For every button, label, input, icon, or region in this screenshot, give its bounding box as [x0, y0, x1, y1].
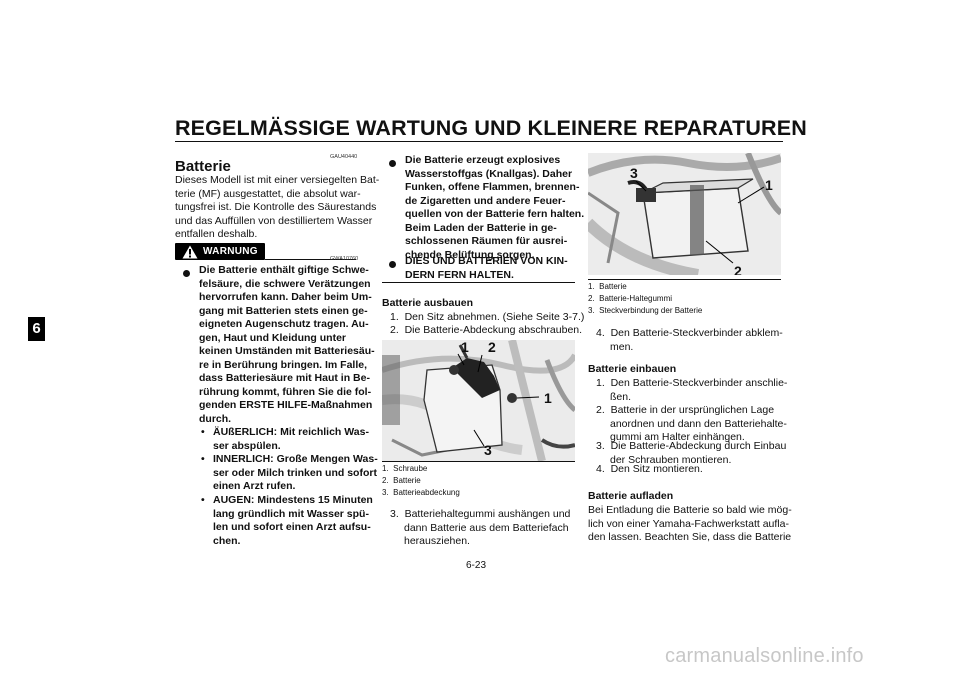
section-heading-batterie: Batterie	[175, 158, 231, 175]
install-step-1: 1. Den Batterie-Steckverbinder anschlie-…	[596, 377, 788, 403]
fig2-label-3: 3	[630, 165, 638, 181]
removal-step-1: 1. Den Sitz abnehmen. (Siehe Seite 3-7.)	[390, 311, 585, 323]
first-aid-internal: INNERLICH: Große Mengen Was- ser oder Mi…	[213, 453, 378, 492]
figure-battery-cover: 1 2 1 3	[382, 340, 575, 461]
subheading-install: Batterie einbauen	[588, 363, 677, 375]
subheading-charging: Batterie aufladen	[588, 490, 674, 502]
bullet-dot	[389, 261, 396, 268]
sub-bullet-mark: •	[201, 453, 205, 465]
first-aid-eyes: AUGEN: Mindestens 15 Minuten lang gründl…	[213, 494, 373, 547]
charging-paragraph: Bei Entladung die Batterie so bald wie m…	[588, 504, 792, 543]
install-step-4: 4. Den Sitz montieren.	[596, 463, 703, 475]
warning-code: GWA10760	[330, 256, 359, 262]
fig1-label-3: 3	[484, 442, 492, 458]
section-code: GAU40440	[330, 154, 358, 160]
figure-battery-strap: 3 1 2	[588, 153, 781, 275]
figure-rule	[382, 461, 575, 462]
warning-bullet-gas: Die Batterie erzeugt explosives Wasserst…	[405, 154, 585, 261]
warning-bullet-children: DIES UND BATTERIEN VON KIN- DERN FERN HA…	[405, 255, 568, 281]
fig2-label-2: 2	[734, 263, 742, 275]
bullet-dot	[389, 160, 396, 167]
warning-label: WARNUNG	[203, 246, 258, 257]
bullet-dot	[183, 270, 190, 277]
fig1-label-2: 2	[488, 340, 496, 355]
page-number: 6-23	[466, 560, 487, 571]
warning-end-rule	[382, 282, 575, 283]
first-aid-external: ÄUßERLICH: Mit reichlich Was- ser abspül…	[213, 426, 369, 452]
sub-bullet-mark: •	[201, 494, 205, 506]
removal-step-4: 4. Den Batterie-Steckverbinder abklem- m…	[596, 327, 783, 353]
removal-step-2: 2. Die Batterie-Abdeckung abschrauben.	[390, 324, 583, 336]
fig1-captions: 1. Schraube 2. Batterie 3. Batterieabdec…	[382, 464, 460, 497]
fig1-label-1b: 1	[544, 390, 552, 406]
fig2-label-1: 1	[765, 177, 773, 193]
removal-step-3: 3. Batteriehaltegummi aushängen und dann…	[390, 508, 571, 547]
warning-triangle-icon	[182, 245, 198, 259]
install-step-2: 2. Batterie in der ursprünglichen Lage a…	[596, 404, 787, 443]
subheading-removal: Batterie ausbauen	[382, 297, 474, 309]
watermark: carmanualsonline.info	[665, 645, 864, 667]
install-step-3: 3. Die Batterie-Abdeckung durch Einbau d…	[596, 440, 787, 466]
figure-rule	[588, 279, 781, 280]
intro-paragraph: Dieses Modell ist mit einer versiegelten…	[175, 174, 380, 240]
title-rule	[175, 141, 783, 142]
fig2-captions: 1. Batterie 2. Batterie-Haltegummi 3. St…	[588, 282, 703, 315]
fig1-label-1: 1	[461, 340, 469, 355]
warning-banner: WARNUNG	[175, 243, 356, 262]
sub-bullet-mark: •	[201, 426, 205, 438]
chapter-tab: 6	[28, 317, 45, 341]
warning-bullet-acid: Die Batterie enthält giftige Schwe- fels…	[199, 264, 375, 425]
page-title: REGELMÄSSIGE WARTUNG UND KLEINERE REPARA…	[175, 116, 807, 140]
